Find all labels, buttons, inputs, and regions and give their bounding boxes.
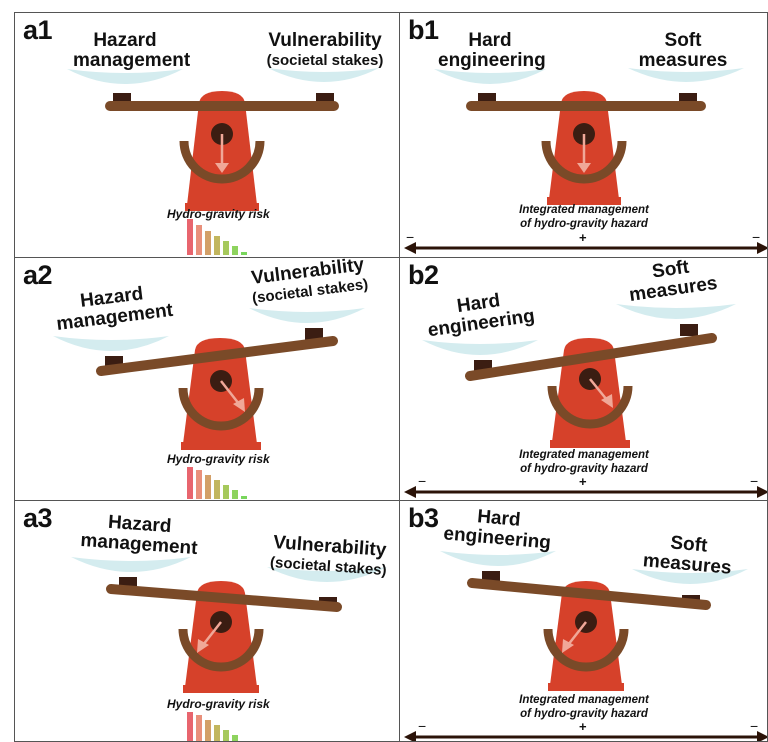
plus-sign: +	[579, 230, 587, 245]
risk-bar	[187, 219, 193, 255]
integrated-management-caption: Integrated management of hydro-gravity h…	[494, 693, 674, 721]
panel-a3: a3 Hazard management Vulnerability (soci…	[14, 500, 400, 742]
risk-bar	[232, 246, 238, 255]
left-pan	[67, 69, 183, 84]
risk-bars	[187, 219, 247, 255]
axis-arrow-right	[757, 731, 768, 742]
risk-caption: Hydro-gravity risk	[167, 207, 270, 221]
risk-bar	[223, 730, 229, 742]
minus-sign-right: −	[750, 473, 758, 489]
minus-sign-left: −	[418, 718, 426, 734]
risk-bar	[214, 725, 220, 742]
panel-label: a1	[23, 15, 52, 46]
left-pan	[422, 340, 538, 355]
risk-caption: Hydro-gravity risk	[167, 697, 270, 711]
left-pan	[434, 69, 546, 84]
caption-line-1: Integrated management	[494, 448, 674, 462]
panel-label: b1	[408, 15, 439, 46]
minus-sign-left: −	[406, 229, 414, 245]
scale-beam	[105, 101, 339, 111]
hazard-management-label: Hazard management	[80, 511, 199, 559]
panel-b1: b1 Hard engineering Soft measures Integr…	[399, 12, 768, 258]
risk-bar	[196, 470, 202, 499]
soft-measures-label: Soft measures	[638, 31, 728, 71]
risk-bar	[232, 735, 238, 742]
vulnerability-title: Vulnerability	[268, 30, 381, 51]
panel-a2: a2 Hazard management Vulnerability (soci…	[14, 257, 400, 501]
panel-b2: b2 Hard engineering Soft measures Integr…	[399, 257, 768, 501]
axis-arrow-left	[404, 486, 416, 498]
panel-label: a2	[23, 260, 52, 291]
right-pan	[616, 304, 736, 319]
caption-line-1: Integrated management	[494, 693, 674, 707]
minus-sign-left: −	[418, 473, 426, 489]
minus-sign-right: −	[752, 229, 760, 245]
risk-bar	[187, 712, 193, 742]
caption-line-1: Integrated management	[494, 203, 674, 217]
vulnerability-label: Vulnerability (societal stakes)	[265, 31, 385, 71]
risk-bars	[187, 467, 247, 499]
panel-label: a3	[23, 503, 52, 534]
risk-caption: Hydro-gravity risk	[167, 452, 270, 466]
panel-label: b3	[408, 503, 439, 534]
societal-stakes-subtitle: (societal stakes)	[265, 51, 385, 71]
risk-bar	[241, 252, 247, 255]
integrated-management-caption: Integrated management of hydro-gravity h…	[494, 448, 674, 476]
left-pan	[53, 336, 169, 351]
risk-bar	[241, 496, 247, 499]
plus-sign: +	[579, 719, 587, 734]
risk-bar	[232, 490, 238, 499]
panel-a1: a1 Hazard management Vulnerability (soci…	[14, 12, 400, 258]
axis-arrow-right	[757, 486, 768, 498]
soft-measures-label: Soft measures	[638, 531, 737, 579]
risk-bar	[196, 715, 202, 742]
scale-beam	[466, 101, 706, 111]
risk-bar	[223, 241, 229, 255]
vulnerability-label: Vulnerability (societal stakes)	[266, 533, 392, 582]
risk-bar	[214, 480, 220, 499]
risk-bar	[214, 236, 220, 255]
left-pan	[440, 551, 556, 566]
risk-bar	[205, 231, 211, 255]
right-pan	[249, 308, 365, 323]
hard-engineering-label: Hard engineering	[438, 31, 542, 71]
axis-arrow-left	[404, 731, 416, 742]
risk-bars	[187, 712, 238, 742]
panel-b3: b3 Hard engineering Soft measures Integr…	[399, 500, 768, 742]
risk-bar	[223, 485, 229, 499]
plus-sign: +	[579, 474, 587, 489]
minus-sign-right: −	[750, 718, 758, 734]
integrated-management-caption: Integrated management of hydro-gravity h…	[494, 203, 674, 231]
caption-line-2: of hydro-gravity hazard	[494, 217, 674, 231]
risk-bar	[205, 720, 211, 742]
hazard-management-label: Hazard management	[73, 31, 177, 71]
risk-bar	[205, 475, 211, 499]
risk-bar	[196, 225, 202, 255]
risk-bar	[187, 467, 193, 499]
left-pan	[71, 557, 191, 572]
panel-label: b2	[408, 260, 439, 291]
right-pan-support	[680, 324, 698, 336]
